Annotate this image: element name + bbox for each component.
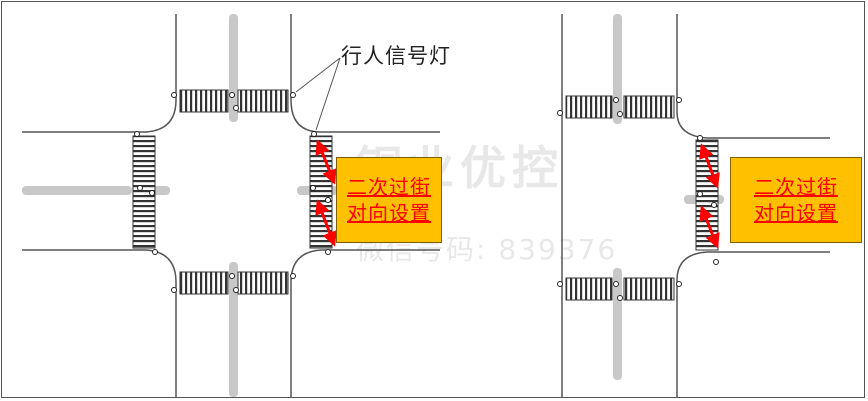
- right-label-line1: 二次过街: [754, 175, 838, 199]
- right-secondary-crossing-label: 二次过街 对向设置: [730, 157, 862, 243]
- right-signals: [557, 97, 719, 301]
- right-label-line2: 对向设置: [754, 201, 838, 225]
- ped-signal-icon: [676, 97, 682, 103]
- ped-signal-icon: [713, 259, 719, 265]
- left-road-edge-ne: [290, 14, 440, 133]
- right-road-edge-ne: [676, 14, 830, 139]
- left-crosswalk-north-b: [237, 89, 289, 113]
- ped-signal-icon: [310, 185, 316, 191]
- ped-signal-icon: [325, 249, 331, 255]
- right-road-edge-se: [676, 251, 830, 397]
- ped-signal-icon: [557, 110, 563, 116]
- pedestrian-signal-callout: 行人信号灯: [341, 44, 451, 68]
- left-label-line2: 对向设置: [347, 201, 431, 225]
- right-arrow-upper: [699, 143, 720, 189]
- left-median-south: [229, 262, 238, 397]
- ped-signal-icon: [697, 191, 703, 197]
- ped-signal-icon: [613, 281, 619, 287]
- left-median-west: [22, 186, 132, 195]
- ped-signal-icon: [290, 92, 296, 98]
- left-red-arrows: [315, 139, 337, 247]
- left-arrow-upper: [315, 139, 337, 185]
- left-crosswalk-south-a: [179, 271, 229, 295]
- right-median-east-stub: [684, 195, 698, 204]
- ped-signal-icon: [229, 92, 235, 98]
- left-crosswalk-west: [132, 135, 156, 249]
- ped-signal-icon: [137, 185, 143, 191]
- ped-signal-icon: [557, 281, 563, 287]
- ped-signal-icon: [149, 190, 155, 196]
- ped-signal-icon: [617, 111, 623, 117]
- ped-signal-icon: [711, 202, 717, 208]
- left-intersection: [22, 14, 440, 397]
- ped-signal-icon: [229, 273, 235, 279]
- ped-signal-icon: [233, 287, 239, 293]
- left-arrow-lower: [315, 199, 337, 247]
- ped-signal-icon: [233, 105, 239, 111]
- right-intersection: [561, 14, 830, 397]
- ped-signal-icon: [134, 131, 140, 137]
- callout-leaders: [295, 57, 341, 131]
- right-crosswalk-south-b: [623, 277, 675, 301]
- left-road-edge-sw: [22, 249, 177, 397]
- left-secondary-crossing-label: 二次过街 对向设置: [336, 157, 442, 243]
- ped-signal-icon: [290, 273, 296, 279]
- ped-signal-icon: [311, 131, 317, 137]
- ped-signal-icon: [152, 249, 158, 255]
- left-road-edge-nw: [22, 14, 177, 133]
- right-arrow-lower: [699, 205, 720, 249]
- left-crosswalk-south-b: [237, 271, 289, 295]
- ped-signal-icon: [171, 287, 177, 293]
- ped-signal-icon: [325, 197, 331, 203]
- ped-signal-icon: [171, 92, 177, 98]
- right-crosswalk-south-a: [565, 277, 613, 301]
- right-red-arrows: [699, 143, 720, 249]
- ped-signal-icon: [613, 97, 619, 103]
- right-crosswalk-north-a: [565, 95, 613, 119]
- right-median-north: [613, 14, 622, 124]
- ped-signal-icon: [697, 135, 703, 141]
- right-crosswalk-north-b: [623, 95, 675, 119]
- ped-signal-icon: [617, 295, 623, 301]
- left-crosswalk-north-a: [179, 89, 229, 113]
- left-median-east-stub: [297, 186, 313, 195]
- left-signals: [134, 92, 331, 293]
- ped-signal-icon: [676, 281, 682, 287]
- left-road-edge-se: [290, 249, 440, 397]
- left-label-line1: 二次过街: [347, 175, 431, 199]
